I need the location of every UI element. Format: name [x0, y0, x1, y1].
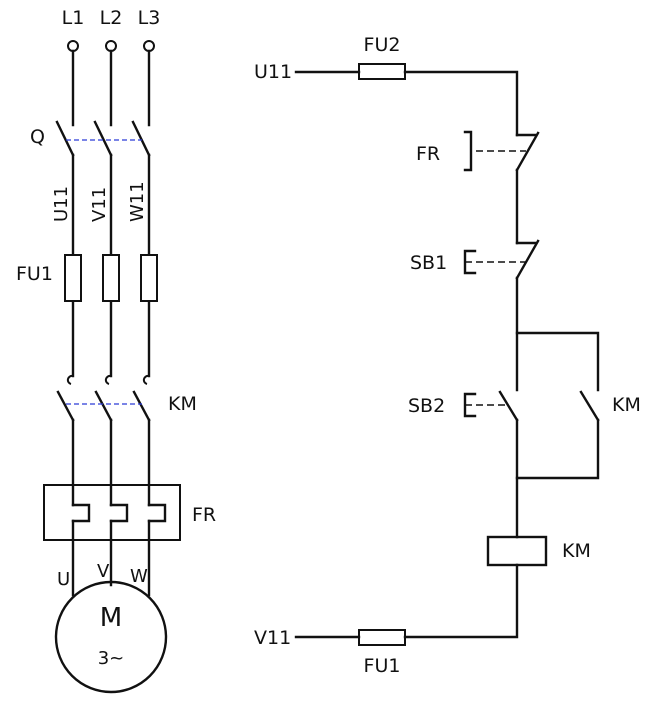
wire-label-u11: U11 [51, 186, 72, 222]
control-label-km-coil: KM [562, 540, 591, 562]
hold-branch-top [515, 331, 600, 392]
control-wire-label-v11: V11 [254, 627, 291, 649]
power-circuit: L1 L2 L3 Q U11 V11 W11 [16, 7, 216, 694]
control-wire-label-u11: U11 [254, 61, 292, 83]
phase-label-l3: L3 [138, 7, 161, 29]
terminal-l1 [67, 40, 79, 52]
control-fuse-label-fu1: FU1 [364, 655, 401, 677]
switch-label-q: Q [30, 126, 45, 148]
supply-wires [71, 49, 151, 127]
hold-contact-km [579, 390, 600, 422]
overload-nc-contact [463, 130, 540, 245]
control-circuit: U11 FU2 FR SB1 SB2 [254, 34, 641, 677]
overload-label-fr: FR [192, 504, 216, 526]
wires-to-fuses [71, 153, 151, 256]
control-label-km-hold: KM [612, 394, 641, 416]
wires-to-overload [71, 418, 151, 507]
overload-heaters [71, 503, 167, 523]
control-fuse-label-fu2: FU2 [364, 34, 401, 56]
terminal-l3 [143, 40, 155, 52]
main-contacts-km [56, 374, 151, 422]
motor-phase: 3~ [98, 648, 125, 669]
terminal-l2 [105, 40, 117, 52]
overload-actuator [463, 130, 473, 172]
wires-to-contactor [71, 300, 151, 378]
contactor-coil-km [486, 535, 548, 567]
wire-label-w11: W11 [127, 181, 148, 222]
top-line-right [403, 70, 519, 137]
isolating-switch-q [55, 120, 151, 157]
phase-label-l2: L2 [100, 7, 123, 29]
terminal-label-u: U [57, 569, 70, 590]
start-button-sb2 [463, 390, 519, 422]
hold-branch-bottom [515, 418, 600, 480]
bottom-line-right [403, 563, 519, 639]
fuse-label-fu1: FU1 [16, 263, 53, 285]
stop-button-sb1 [463, 239, 540, 280]
motor-symbol [54, 580, 168, 694]
control-label-sb1: SB1 [410, 252, 447, 274]
terminal-label-w: W [130, 566, 148, 587]
control-label-sb2: SB2 [408, 395, 445, 417]
motor-leads [71, 519, 151, 597]
phase-label-l1: L1 [62, 7, 85, 29]
control-fuse-fu2 [358, 63, 406, 80]
terminal-label-v: V [97, 561, 110, 582]
contactor-label-km: KM [168, 393, 197, 415]
wire-label-v11: V11 [89, 187, 110, 222]
fuses-fu1 [64, 254, 158, 302]
control-fuse-fu1 [358, 629, 406, 646]
motor-letter: M [100, 603, 122, 633]
control-label-fr: FR [416, 143, 440, 165]
